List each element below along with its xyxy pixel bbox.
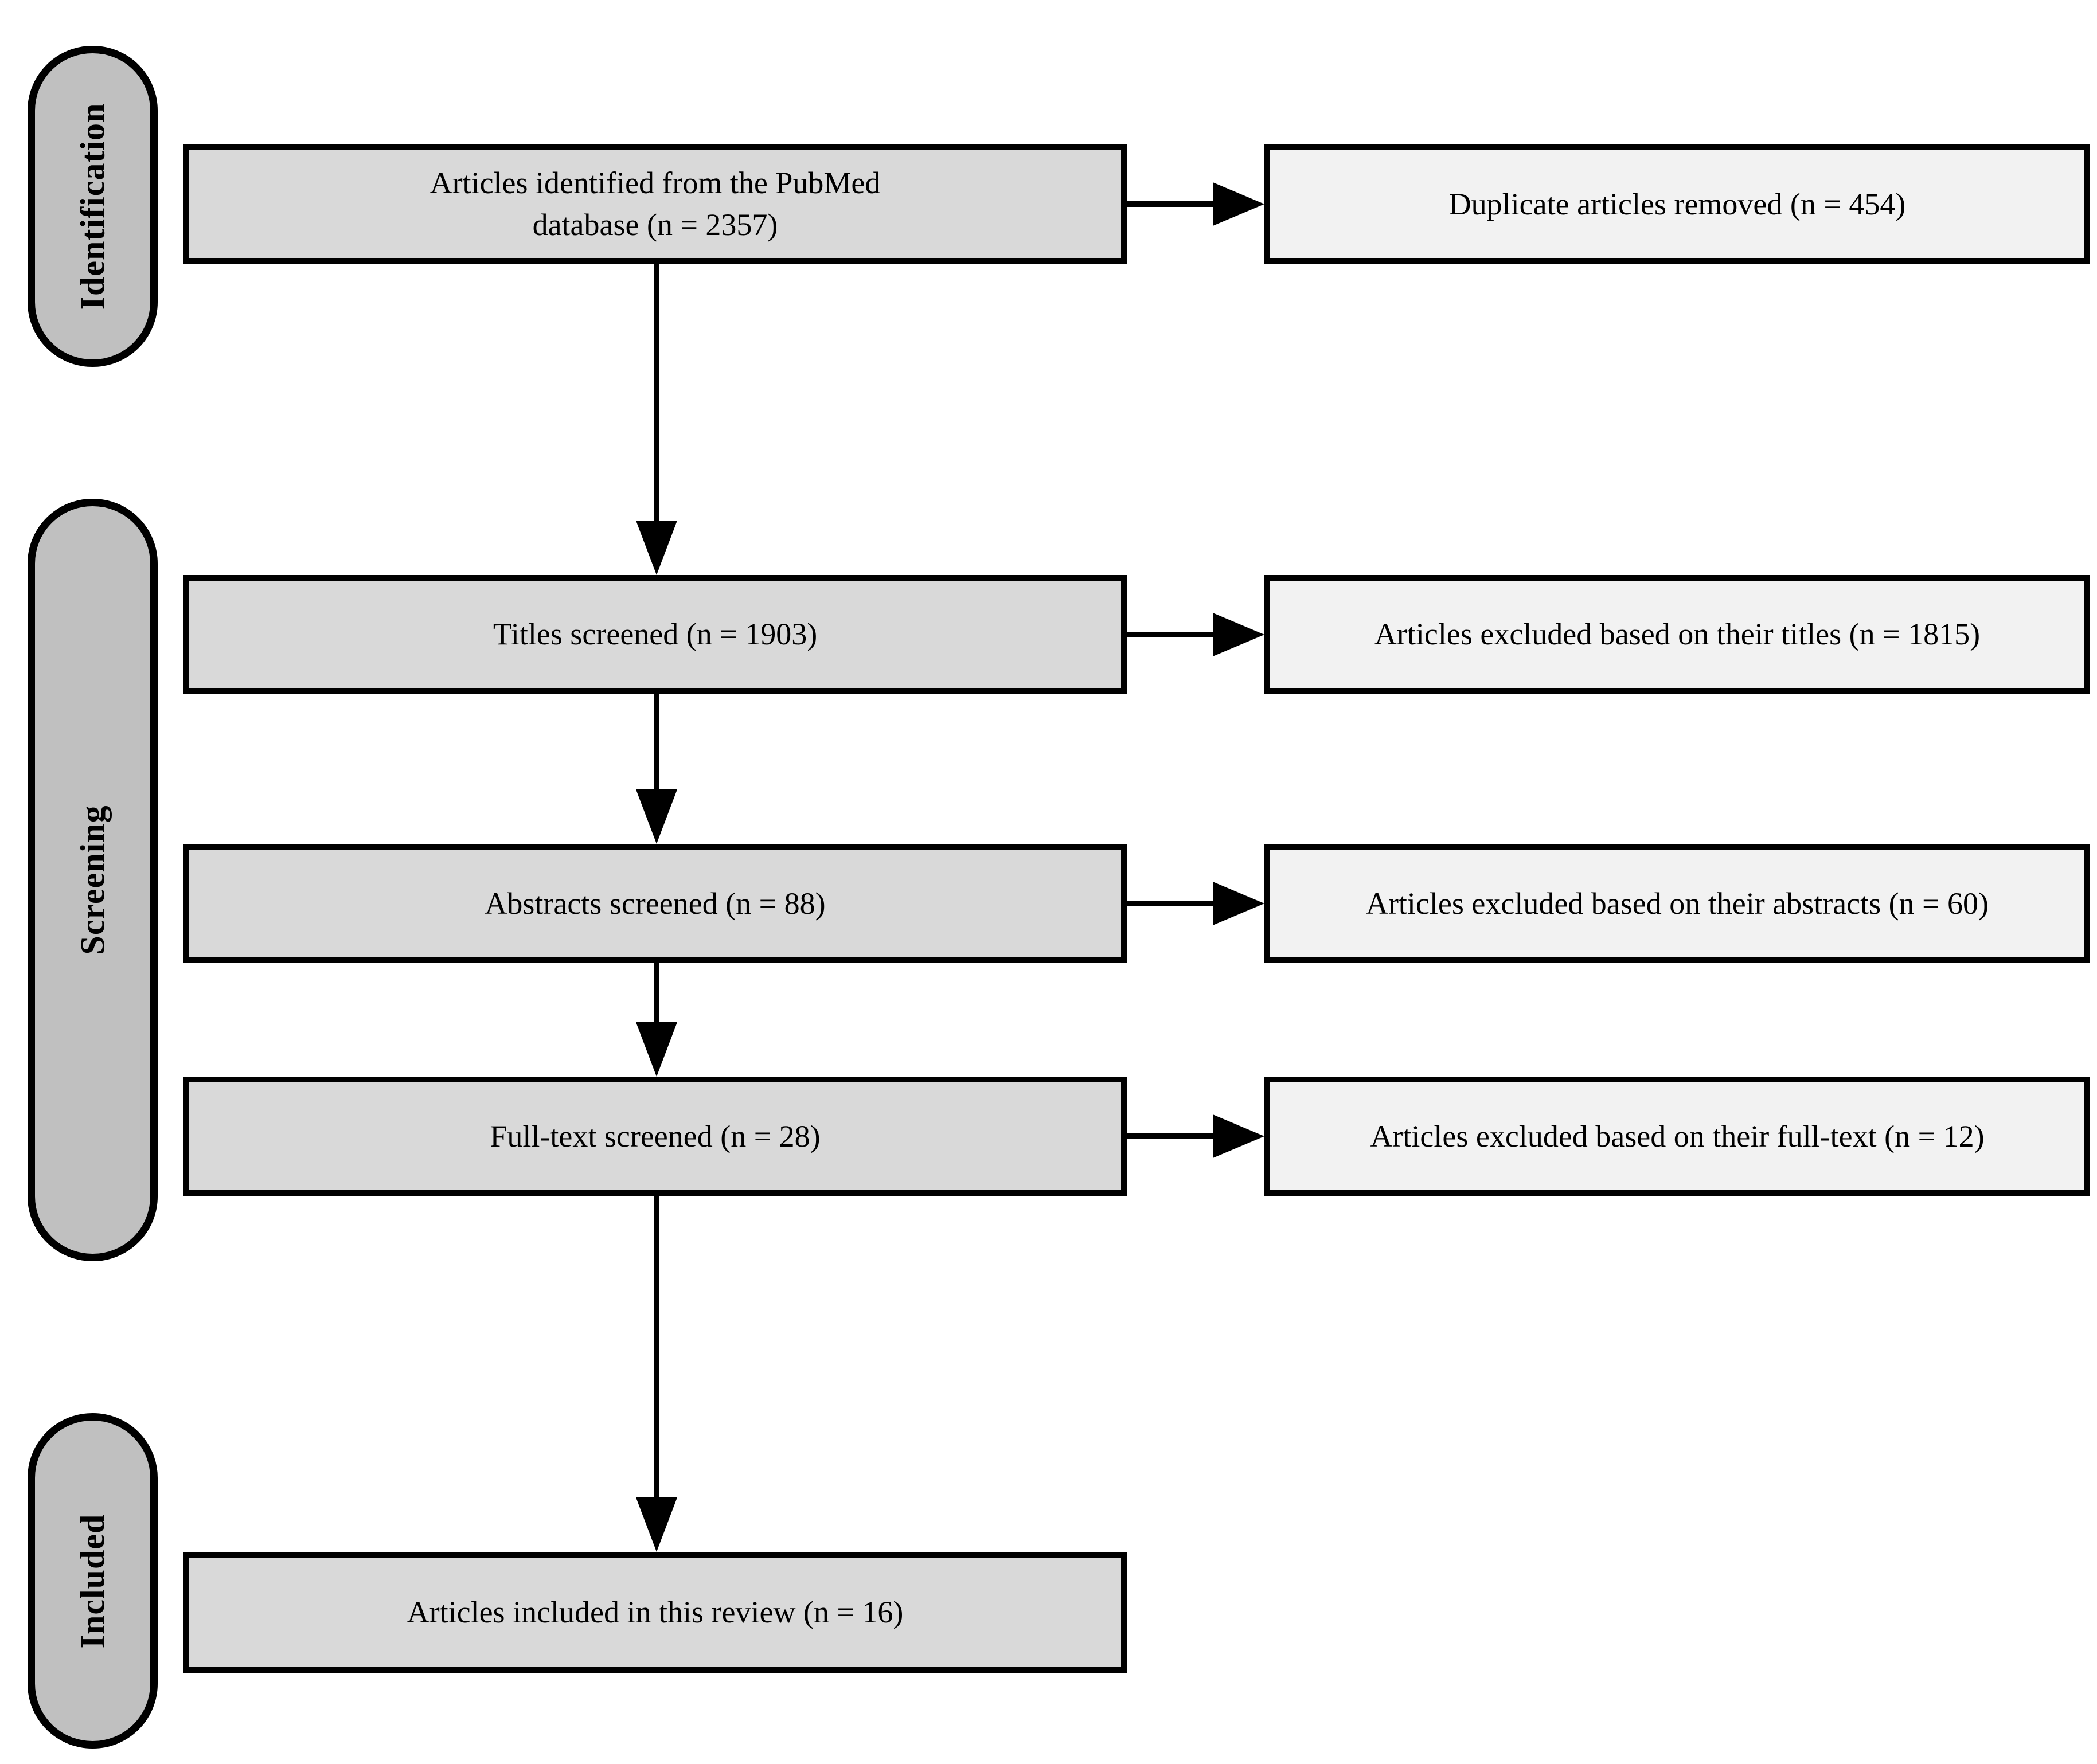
exclusion-box-text: Articles excluded based on their full-te… <box>1370 1118 1985 1153</box>
stage-pill-label: Included <box>73 1513 111 1648</box>
exclusion-box-text: Articles excluded based on their abstrac… <box>1365 886 1989 921</box>
flow-box-included: Articles included in this review (n = 16… <box>183 1552 1127 1673</box>
arrow-head <box>1213 613 1264 656</box>
arrow-shaft <box>1127 1133 1213 1139</box>
arrow-head <box>636 789 677 844</box>
arrow-shaft <box>1127 901 1213 906</box>
arrow-head <box>1213 182 1264 226</box>
flow-box-text: Titles screened (n = 1903) <box>493 617 818 652</box>
stage-pill-label: Screening <box>73 805 111 955</box>
flow-box-text: Articles included in this review (n = 16… <box>407 1595 904 1630</box>
flow-box-text-line1: Articles identified from the PubMed <box>429 166 881 201</box>
flow-box-identified: Articles identified from the PubMed data… <box>183 144 1127 264</box>
arrow-shaft <box>654 694 659 789</box>
flow-box-text: Full-text screened (n = 28) <box>490 1118 821 1153</box>
arrow-head <box>636 1022 677 1077</box>
exclusion-box-fulltext: Articles excluded based on their full-te… <box>1264 1077 2090 1196</box>
arrow-shaft <box>1127 201 1213 207</box>
exclusion-box-abstracts: Articles excluded based on their abstrac… <box>1264 844 2090 963</box>
exclusion-box-text: Articles excluded based on their titles … <box>1374 617 1981 652</box>
arrow-shaft <box>654 1196 659 1497</box>
arrow-shaft <box>1127 632 1213 637</box>
flow-box-text: Abstracts screened (n = 88) <box>485 886 826 921</box>
stage-pill-screening: Screening <box>28 499 158 1261</box>
flow-box-abstracts-screened: Abstracts screened (n = 88) <box>183 844 1127 963</box>
arrow-shaft <box>654 963 659 1022</box>
flow-box-titles-screened: Titles screened (n = 1903) <box>183 575 1127 694</box>
stage-pill-label: Identification <box>73 103 111 310</box>
exclusion-box-duplicates: Duplicate articles removed (n = 454) <box>1264 144 2090 264</box>
arrow-head <box>1213 1114 1264 1158</box>
arrow-head <box>636 1497 677 1552</box>
flow-box-text: Articles identified from the PubMed data… <box>430 162 881 246</box>
exclusion-box-text: Duplicate articles removed (n = 454) <box>1448 186 1906 221</box>
arrow-head <box>636 521 677 575</box>
arrow-shaft <box>654 264 659 521</box>
arrow-head <box>1213 882 1264 925</box>
stage-pill-included: Included <box>28 1413 158 1749</box>
stage-pill-identification: Identification <box>28 46 158 367</box>
exclusion-box-titles: Articles excluded based on their titles … <box>1264 575 2090 694</box>
flow-box-fulltext-screened: Full-text screened (n = 28) <box>183 1077 1127 1196</box>
flow-box-text-line2: database (n = 2357) <box>532 208 778 242</box>
